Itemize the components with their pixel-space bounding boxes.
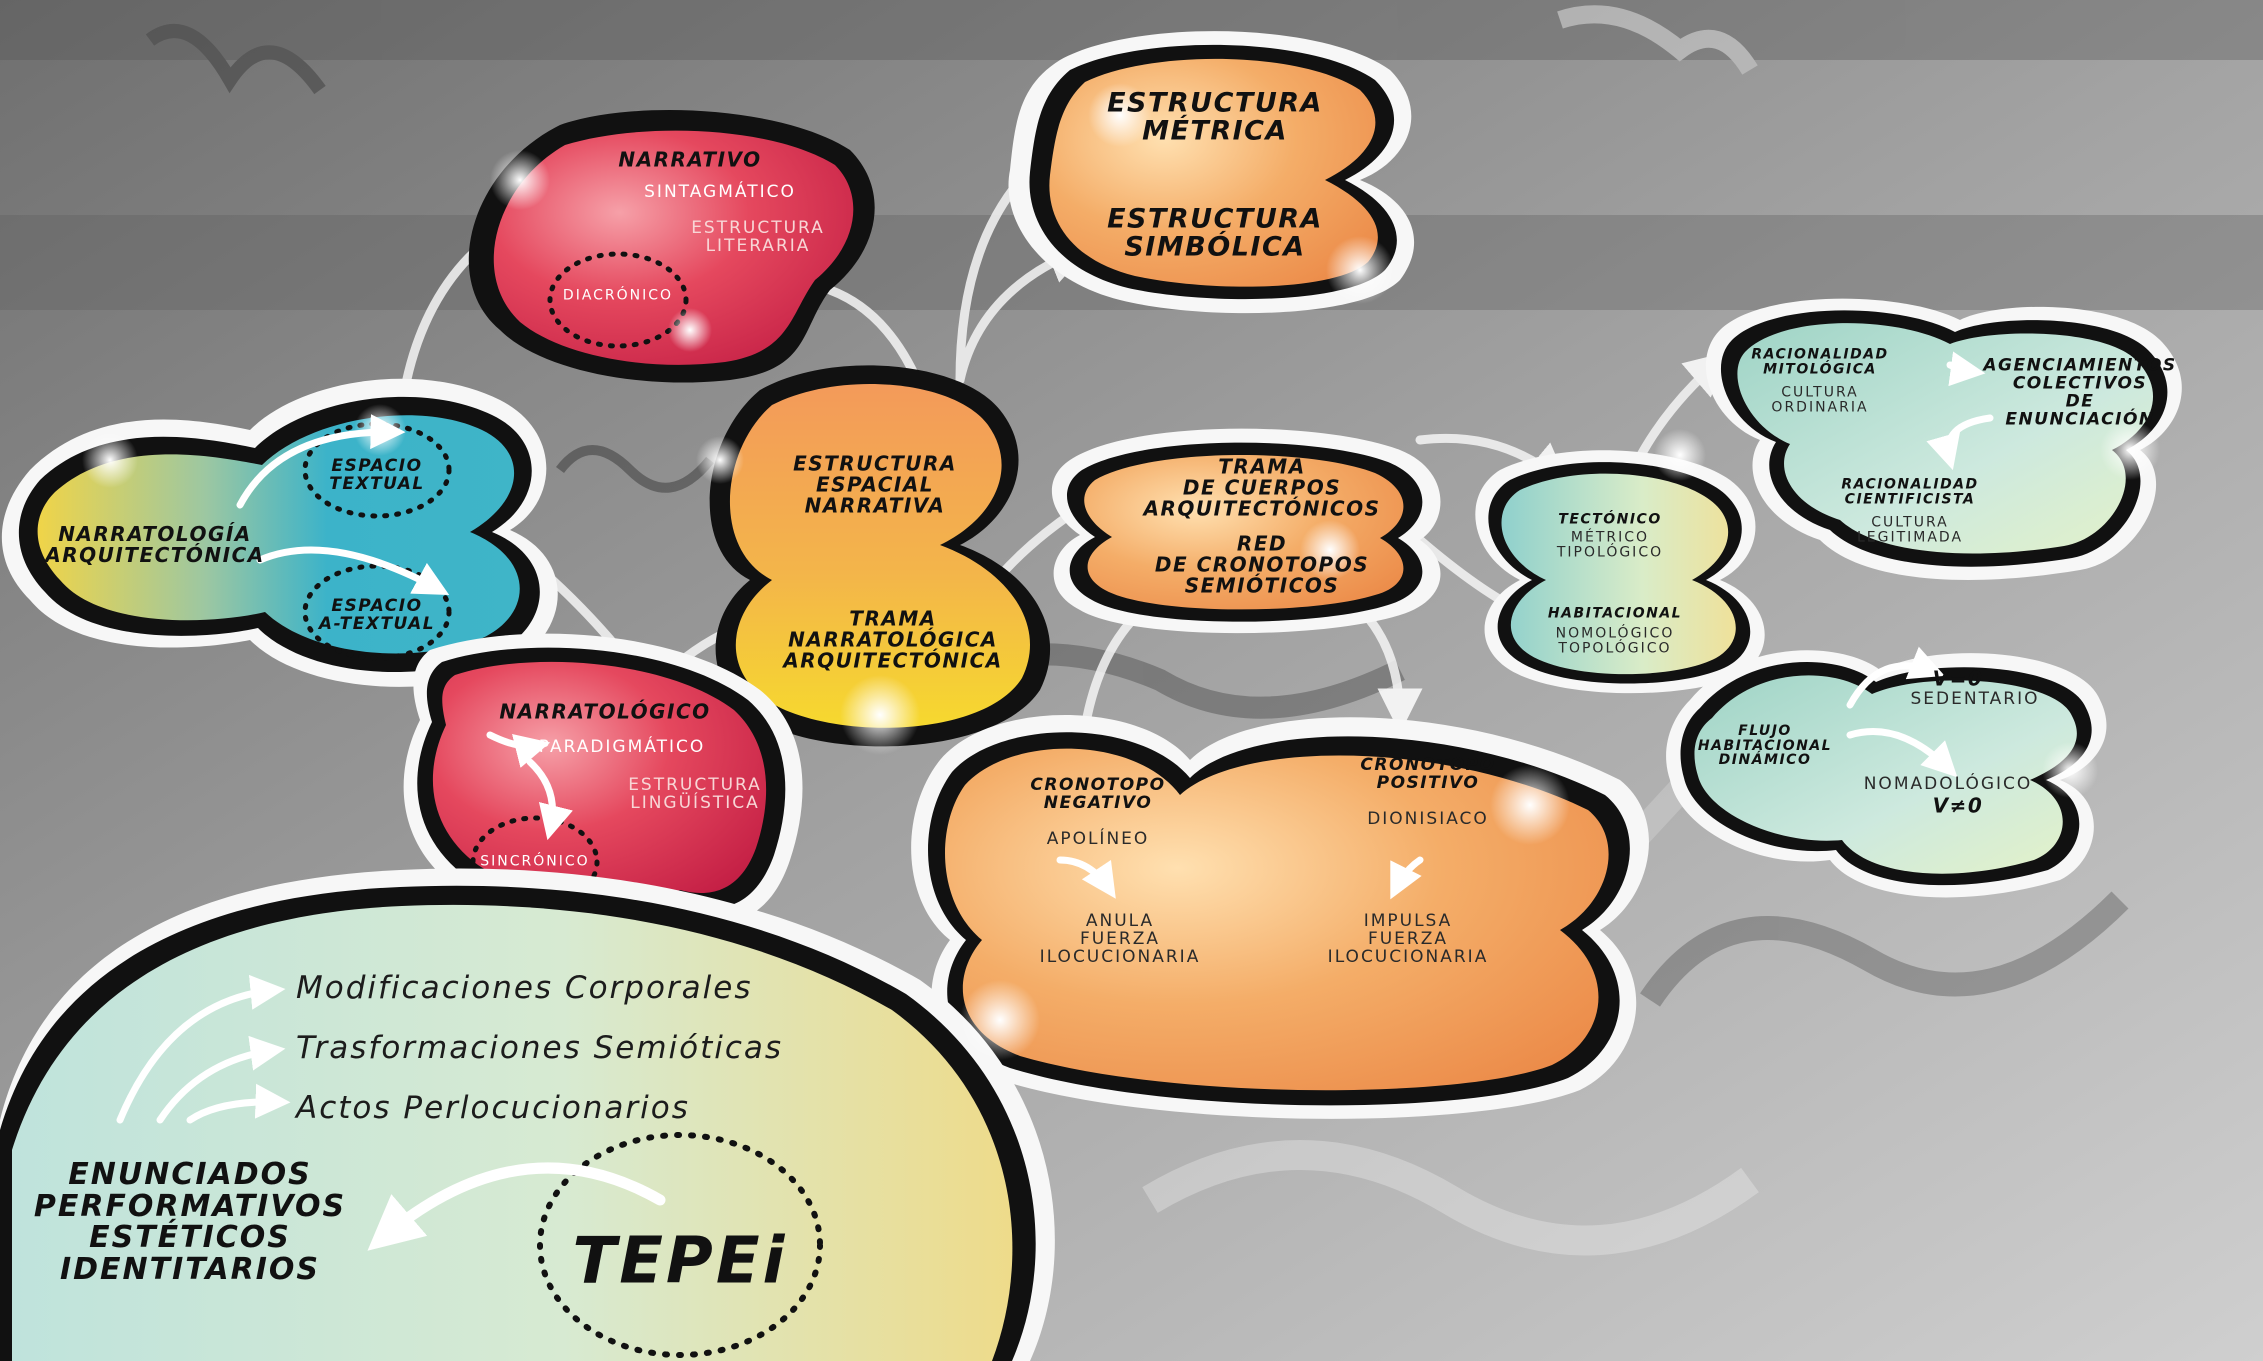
node-estructura-espacial (709, 365, 1051, 747)
tectonico-sub: MÉTRICO TIPOLÓGICO (1556, 529, 1664, 560)
cronotopo-negativo-sub: APOLÍNEO (1046, 829, 1150, 850)
habitacional-sub: NOMOLÓGICO TOPOLÓGICO (1555, 625, 1675, 656)
flujo-title: FLUJO HABITACIONAL DINÁMICO (1697, 722, 1833, 769)
narratologico-sub2: ESTRUCTURA LINGÜÍSTICA (628, 775, 762, 813)
v-zero-title: V=0 (1932, 666, 1984, 691)
node-flujo (1666, 650, 2107, 898)
inner-arrows (116, 351, 1994, 1251)
narratologico-sub1: PARADIGMÁTICO (538, 737, 706, 758)
node-tectonico (1475, 450, 1765, 694)
v-zero-sub: SEDENTARIO (1910, 689, 2040, 710)
estructura-espacial-title: ESTRUCTURA ESPACIAL NARRATIVA (793, 451, 957, 518)
racionalidad-cientificista-sub: CULTURA LEGITIMADA (1856, 514, 1964, 545)
cronotopo-positivo-sub: DIONISIACO (1367, 809, 1489, 830)
espacio-textual-title: ESPACIO TEXTUAL (329, 456, 425, 494)
sparkles (82, 83, 2160, 1060)
narratologico-circle: SINCRÓNICO (480, 853, 590, 870)
cronotopo-positivo-effect: IMPULSA FUERZA ILOCUCIONARIA (1327, 911, 1489, 967)
narrativo-sub2: ESTRUCTURA LITERARIA (691, 218, 825, 256)
racionalidad-mitologica-title: RACIONALIDAD MITOLÓGICA (1751, 346, 1889, 377)
estructura-metrica-title: ESTRUCTURA MÉTRICA (1107, 87, 1323, 147)
estructura-simbolica-title: ESTRUCTURA SIMBÓLICA (1107, 203, 1323, 263)
performative-item-2: Trasformaciones Semióticas (296, 1030, 784, 1066)
tectonico-title: TECTÓNICO (1558, 511, 1662, 528)
racionalidad-mitologica-sub: CULTURA ORDINARIA (1771, 384, 1869, 415)
narrativo-circle: DIACRÓNICO (562, 287, 674, 304)
enunciados-title: ENUNCIADOS PERFORMATIVOS ESTÉTICOS IDENT… (33, 1157, 347, 1287)
espacio-atextual-title: ESPACIO A-TEXTUAL (318, 596, 436, 634)
node-narrativo (468, 110, 875, 383)
performative-item-3: Actos Perlocucionarios (296, 1090, 690, 1126)
cronotopo-negativo-effect: ANULA FUERZA ILOCUCIONARIA (1039, 911, 1201, 967)
red-cronotopos-title: RED DE CRONOTOPOS SEMIÓTICOS (1154, 531, 1370, 598)
node-narratologia (1, 378, 558, 687)
narratologico-title: NARRATOLÓGICO (499, 699, 711, 724)
tepei-title: TEPEi (572, 1224, 788, 1299)
cronotopo-positivo-title: CRONOTOPO POSITIVO (1360, 755, 1496, 793)
narrativo-title: NARRATIVO (618, 147, 762, 172)
v-nonzero-title: V≠0 (1932, 793, 1984, 818)
narratologia-title: NARRATOLOGÍA ARQUITECTÓNICA (45, 522, 265, 567)
cronotopo-negativo-title: CRONOTOPO NEGATIVO (1030, 775, 1166, 813)
v-nonzero-sub: NOMADOLÓGICO (1863, 774, 2033, 795)
narrativo-sub1: SINTAGMÁTICO (644, 182, 796, 203)
performative-item-1: Modificaciones Corporales (296, 970, 753, 1006)
racionalidad-cientificista-title: RACIONALIDAD CIENTIFICISTA (1841, 476, 1979, 507)
habitacional-title: HABITACIONAL (1547, 605, 1683, 622)
node-cronotopos (911, 715, 1649, 1119)
node-narratologico (403, 633, 803, 930)
trama-cuerpos-title: TRAMA DE CUERPOS ARQUITECTÓNICOS (1143, 454, 1381, 521)
trama-narratologica-title: TRAMA NARRATOLÓGICA ARQUITECTÓNICA (783, 606, 1003, 673)
agenciamientos-title: AGENCIAMIENTOS COLECTIVOS DE ENUNCIACIÓN (1983, 355, 2177, 429)
